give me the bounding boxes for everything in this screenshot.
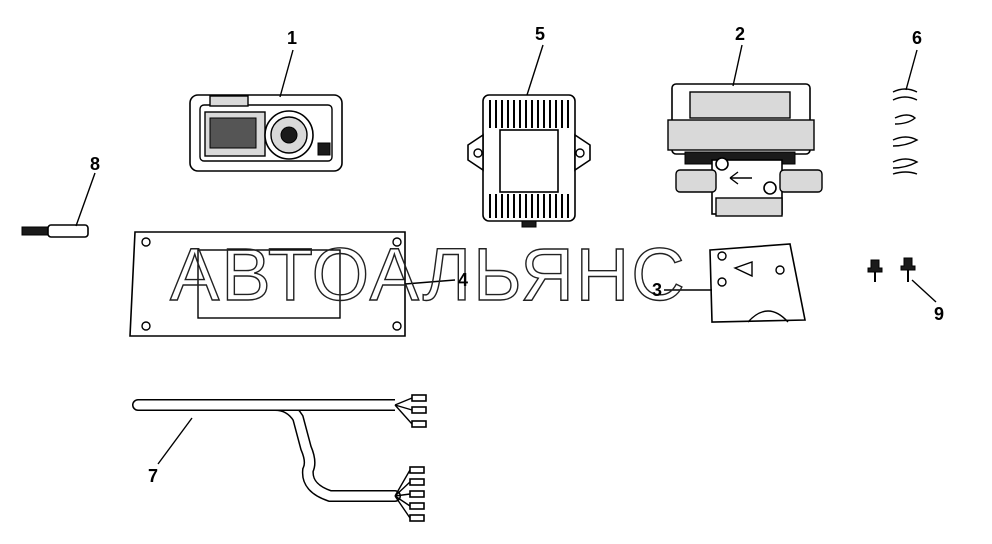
leader-lines [75, 44, 937, 465]
part-4-mounting-plate [129, 231, 406, 337]
callout-2: 2 [735, 24, 745, 44]
watermark-text: АВТОАЛЬЯНС [170, 233, 687, 316]
part-7-wiring-harness [132, 394, 427, 522]
part-8-pin [21, 224, 89, 238]
callout-6: 6 [912, 28, 922, 48]
callout-8: 8 [90, 154, 100, 174]
part-9-screws [867, 257, 916, 282]
part-3-bracket [709, 243, 806, 323]
callout-1: 1 [287, 28, 297, 48]
callout-3: 3 [652, 280, 662, 300]
part-6-clips [892, 88, 919, 175]
callout-5: 5 [535, 24, 545, 44]
callout-9: 9 [934, 304, 944, 324]
part-5-electronic-module [467, 94, 591, 228]
callout-7: 7 [148, 466, 158, 486]
part-2-heater-unit [667, 83, 823, 217]
part-1-control-panel [189, 94, 343, 172]
callout-4: 4 [458, 270, 468, 290]
